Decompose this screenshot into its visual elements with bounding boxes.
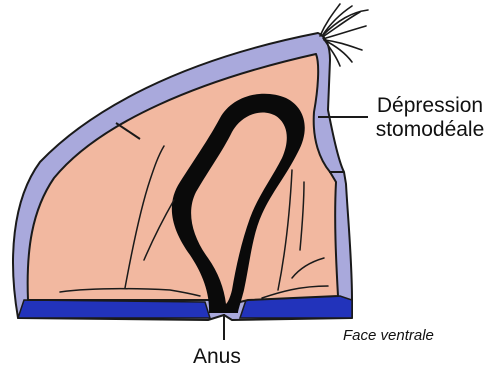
depression-label-line2: stomodéale: [360, 118, 500, 142]
depression-label-line1: Dépression: [360, 94, 500, 118]
anus-label: Anus: [193, 345, 241, 369]
view-caption: Face ventrale: [343, 327, 434, 344]
depression-stomodeale-label: Dépression stomodéale: [360, 94, 500, 142]
